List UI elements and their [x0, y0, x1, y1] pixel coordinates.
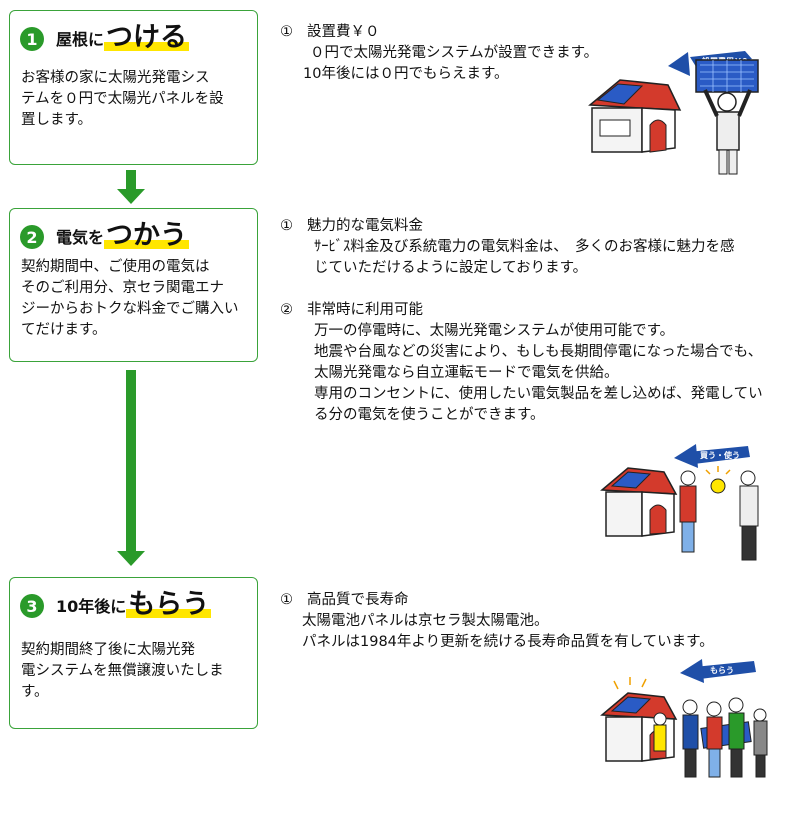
- detail-3-line: パネルは1984年より更新を続ける長寿命品質を有しています。: [302, 634, 714, 650]
- illustration-receive: もらう: [600, 659, 768, 778]
- step-3-heading-big: もらう: [126, 589, 212, 620]
- step-2-number: 2: [20, 225, 44, 249]
- ill-3-label: もらう: [710, 666, 734, 675]
- step-2-heading-small: 電気を: [56, 228, 105, 247]
- step-1-heading-big: つける: [104, 22, 190, 53]
- detail-2b-line: 万一の停電時に、太陽光発電システムが使用可能です。: [314, 323, 675, 339]
- detail-3-line: 太陽電池パネルは京セラ製太陽電池。: [302, 613, 549, 629]
- step-2-body: 契約期間中、ご使用の電気は そのご利用分、京セラ関電エナ ジーからおトクな料金で…: [21, 259, 239, 338]
- detail-2b-line: 太陽光発電なら自立運転モードで電気を供給。: [314, 365, 619, 381]
- detail-1-line: 10年後には０円でもらえます。: [303, 66, 509, 82]
- detail-1-title: 設置費￥０: [307, 24, 380, 40]
- detail-2b-line: 地震や台風などの災害により、もしも長期間停電になった場合でも、: [314, 344, 763, 360]
- ill-2-label: 買う・使う: [700, 450, 740, 460]
- detail-3-title: 高品質で長寿命: [307, 592, 409, 608]
- step-3-box: 3 10年後に もらう 契約期間終了後に太陽光発 電システムを無償譲渡いたしま …: [9, 577, 258, 729]
- step-1-heading-small: 屋根に: [56, 30, 105, 49]
- step-3-heading-small: 10年後に: [56, 597, 127, 616]
- detail-2a-marker: ①: [280, 218, 293, 234]
- detail-step-3: ① 高品質で長寿命 太陽電池パネルは京セラ製太陽電池。 パネルは1984年より更新…: [280, 590, 714, 653]
- step-2-box: 2 電気を つかう 契約期間中、ご使用の電気は そのご利用分、京セラ関電エナ ジ…: [9, 208, 258, 362]
- detail-1-line: ０円で太陽光発電システムが設置できます。: [310, 45, 599, 61]
- step-2-heading-big: つかう: [104, 220, 190, 251]
- detail-2a-line: じていただけるように設定しております。: [314, 260, 588, 276]
- detail-2b-title: 非常時に利用可能: [307, 302, 423, 318]
- detail-3-marker: ①: [280, 592, 293, 608]
- step-1-box: 1 屋根に つける お客様の家に太陽光発電シス テムを０円で太陽光パネルを設 置…: [9, 10, 258, 165]
- detail-step-2b: ② 非常時に利用可能 万一の停電時に、太陽光発電システムが使用可能です。 地震や台…: [280, 300, 763, 426]
- detail-1-marker: ①: [280, 24, 293, 40]
- step-3-heading: 3 10年後に もらう: [20, 589, 212, 620]
- detail-2b-line: 専用のコンセントに、使用したい電気製品を差し込めば、発電してい: [314, 386, 763, 402]
- step-3-number: 3: [20, 594, 44, 618]
- detail-2a-title: 魅力的な電気料金: [307, 218, 423, 234]
- detail-2b-marker: ②: [280, 302, 293, 318]
- step-1-heading: 1 屋根に つける: [20, 22, 190, 53]
- step-3-body: 契約期間終了後に太陽光発 電システムを無償譲渡いたしま す。: [21, 642, 224, 700]
- step-2-heading: 2 電気を つかう: [20, 220, 190, 251]
- illustration-buy-use: 買う・使う: [600, 444, 759, 561]
- step-1-body: お客様の家に太陽光発電シス テムを０円で太陽光パネルを設 置します。: [21, 70, 224, 128]
- step-1-number: 1: [20, 27, 44, 51]
- detail-2a-line: ｻｰﾋﾞｽ料金及び系統電力の電気料金は、 多くのお客様に魅力を感: [314, 239, 735, 255]
- detail-step-2a: ① 魅力的な電気料金 ｻｰﾋﾞｽ料金及び系統電力の電気料金は、 多くのお客様に魅力…: [280, 216, 735, 279]
- illustration-install: 設置費用￥0: [588, 51, 759, 175]
- detail-step-1: ① 設置費￥０ ０円で太陽光発電システムが設置できます。 10年後には０円でもらえ…: [280, 22, 598, 85]
- detail-2b-line: る分の電気を使うことができます。: [314, 407, 545, 423]
